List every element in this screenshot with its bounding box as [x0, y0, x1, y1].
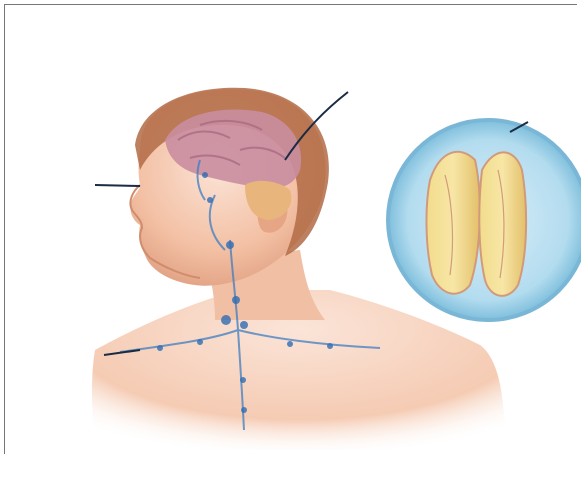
inset-node-right: [479, 152, 526, 295]
inset-node-left: [426, 152, 479, 294]
inset-circle: [388, 120, 581, 320]
